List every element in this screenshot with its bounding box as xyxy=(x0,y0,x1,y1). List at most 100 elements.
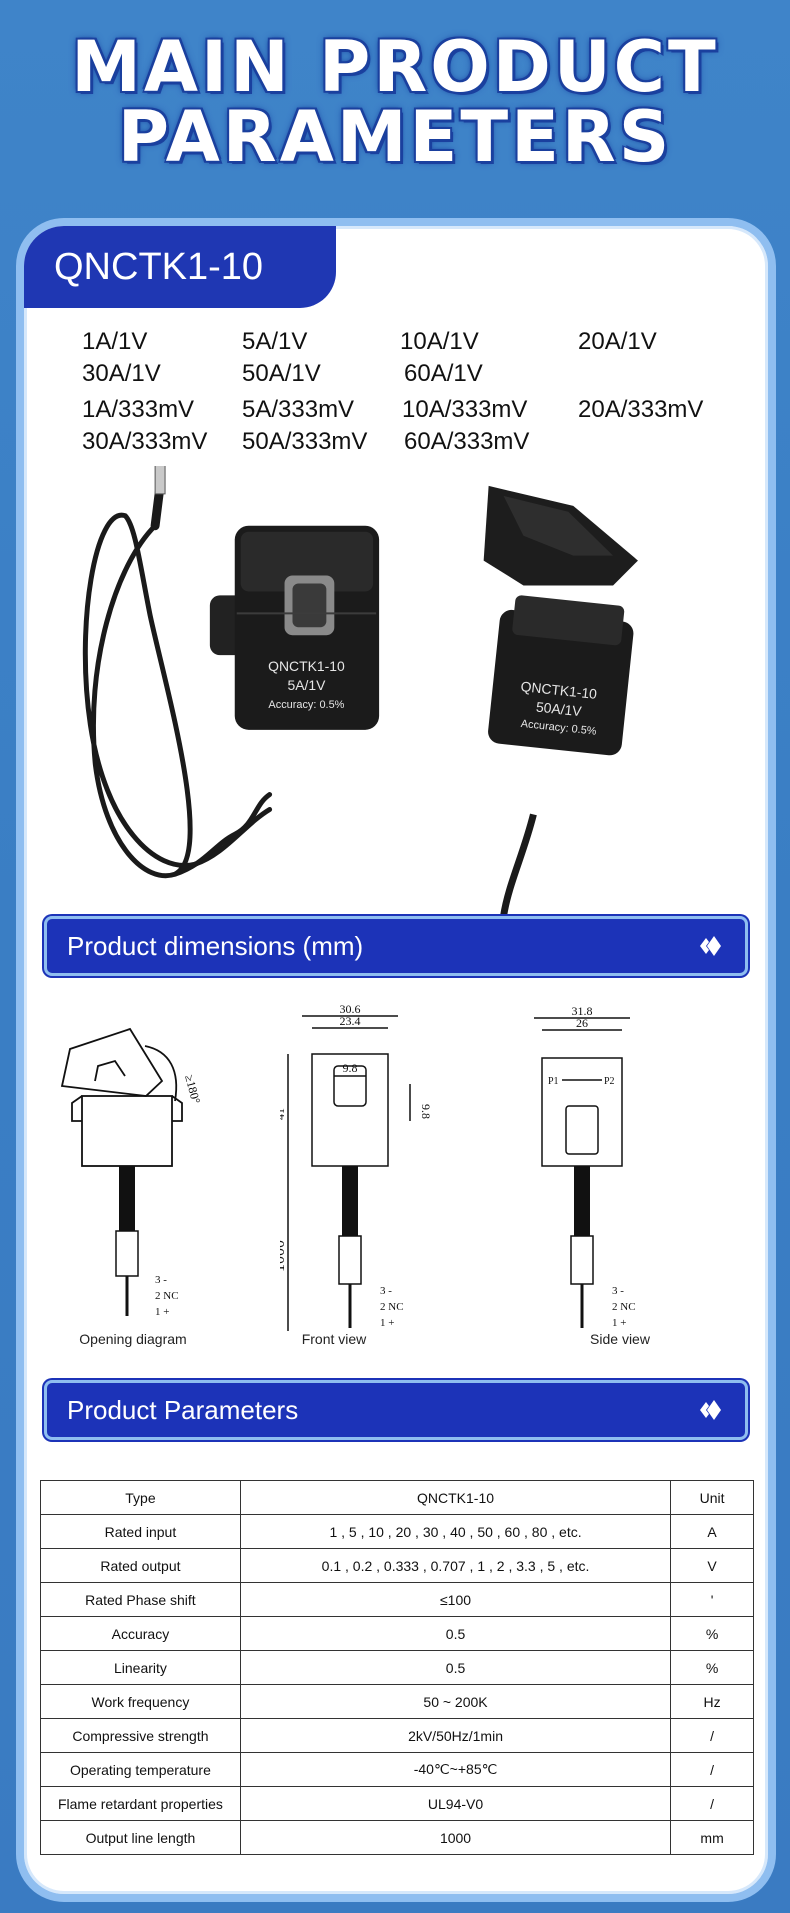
left-unit-accuracy: Accuracy: 0.5% xyxy=(268,699,344,711)
param-unit-cell: / xyxy=(670,1786,754,1821)
table-row: Operating temperature-40℃~+85℃/ xyxy=(40,1752,754,1787)
section-bar-dimensions: Product dimensions (mm) xyxy=(44,916,748,976)
param-unit-cell: mm xyxy=(670,1820,754,1855)
caption-side-view: Side view xyxy=(590,1331,650,1347)
rating-item: 1A/333mV xyxy=(82,396,195,423)
rating-item: 10A/333mV xyxy=(402,396,528,423)
rating-item: 20A/333mV xyxy=(578,396,704,423)
product-card: QNCTK1-10 1A/1V 5A/1V 10A/1V 20A/1V 30A/… xyxy=(16,218,776,1902)
side-p2-label: P2 xyxy=(604,1076,615,1087)
param-unit-cell: % xyxy=(670,1650,754,1685)
audio-plug xyxy=(154,466,166,495)
right-cable xyxy=(500,813,537,916)
param-value-cell: 2kV/50Hz/1min xyxy=(239,1718,672,1753)
param-unit-cell: A xyxy=(670,1514,754,1549)
rating-item: 30A/333mV xyxy=(82,428,208,455)
diamond-arrow-icon xyxy=(700,1400,721,1420)
front-cable-length: 1000 xyxy=(280,1240,288,1272)
rating-item: 1A/1V xyxy=(82,328,148,355)
pin-label-1: 1 + xyxy=(612,1317,626,1329)
rating-item: 60A/1V xyxy=(404,360,483,387)
param-value-cell: 0.5 xyxy=(239,1650,672,1685)
front-view-diagram: 30.6 23.4 9.8 9.8 41 1000 3 - 2 NC 1 + xyxy=(280,1002,433,1331)
param-value-cell: 1 , 5 , 10 , 20 , 30 , 40 , 50 , 60 , 80… xyxy=(239,1514,672,1549)
param-unit-cell: / xyxy=(670,1718,754,1753)
caption-opening-diagram: Opening diagram xyxy=(79,1331,187,1347)
table-row: Rated Phase shift≤100' xyxy=(40,1582,754,1617)
front-hole-height: 9.8 xyxy=(419,1104,433,1119)
side-p1-label: P1 xyxy=(548,1076,559,1087)
pin-label-1: 1 + xyxy=(380,1317,394,1329)
param-name-cell: Rated output xyxy=(40,1548,241,1583)
front-outer-width: 30.6 xyxy=(340,1002,361,1016)
side-outer-width: 31.8 xyxy=(572,1004,593,1018)
pin-label-3: 3 - xyxy=(380,1285,392,1297)
param-value-cell: 0.5 xyxy=(239,1616,672,1651)
hero-title-line1: MAIN PRODUCT xyxy=(71,26,719,108)
param-unit-cell: % xyxy=(670,1616,754,1651)
param-unit-cell: V xyxy=(670,1548,754,1583)
param-value-cell: ≤100 xyxy=(239,1582,672,1617)
front-height: 41 xyxy=(280,1108,287,1120)
param-unit-cell: / xyxy=(670,1752,754,1787)
param-name-cell: Output line length xyxy=(40,1820,241,1855)
section-title-parameters: Product Parameters xyxy=(67,1395,299,1425)
opening-angle-label: ≥180° xyxy=(182,1073,203,1105)
param-name-cell: Rated input xyxy=(40,1514,241,1549)
param-value-cell: 1000 xyxy=(239,1820,672,1855)
rating-item: 20A/1V xyxy=(578,328,657,355)
param-name-cell: Linearity xyxy=(40,1650,241,1685)
param-name-cell: Flame retardant properties xyxy=(40,1786,241,1821)
param-name-cell: Rated Phase shift xyxy=(40,1582,241,1617)
model-tag: QNCTK1-10 xyxy=(24,226,336,308)
caption-front-view: Front view xyxy=(301,1331,367,1347)
diamond-arrow-icon xyxy=(700,936,721,956)
left-unit-rating: 5A/1V xyxy=(287,677,326,693)
front-hole-width: 9.8 xyxy=(343,1061,358,1075)
right-ct-unit: QNCTK1-10 50A/1V Accuracy: 0.5% xyxy=(483,485,638,756)
pin-label-2: 2 NC xyxy=(155,1290,179,1302)
hero-title: MAIN PRODUCT PARAMETERS xyxy=(0,32,790,172)
left-unit-model: QNCTK1-10 xyxy=(268,658,345,674)
param-name-cell: Operating temperature xyxy=(40,1752,241,1787)
param-unit-cell: Hz xyxy=(670,1684,754,1719)
param-value-cell: -40℃~+85℃ xyxy=(239,1752,672,1787)
right-unit-model: QNCTK1-10 xyxy=(520,678,598,702)
pin-label-3: 3 - xyxy=(155,1274,167,1286)
pin-label-1: 1 + xyxy=(155,1306,169,1318)
rating-item: 60A/333mV xyxy=(404,428,530,455)
opening-diagram: ≥180° 3 - 2 NC 1 + xyxy=(60,1027,203,1318)
rating-item: 5A/333mV xyxy=(242,396,355,423)
side-view-diagram: 31.8 26 P1 P2 3 - 2 NC 1 + xyxy=(534,1004,636,1329)
param-name-cell: Type xyxy=(40,1480,241,1515)
param-value-cell: UL94-V0 xyxy=(239,1786,672,1821)
left-ct-unit: QNCTK1-10 5A/1V Accuracy: 0.5% xyxy=(209,525,380,730)
section-bar-parameters: Product Parameters xyxy=(44,1380,748,1440)
param-value-cell: QNCTK1-10 xyxy=(239,1480,672,1515)
param-value-cell: 0.1 , 0.2 , 0.333 , 0.707 , 1 , 2 , 3.3 … xyxy=(239,1548,672,1583)
param-name-cell: Work frequency xyxy=(40,1684,241,1719)
rating-item: 50A/1V xyxy=(242,360,321,387)
rating-item: 30A/1V xyxy=(82,360,161,387)
rating-item: 50A/333mV xyxy=(242,428,368,455)
hero-title-line2: PARAMETERS xyxy=(117,96,673,178)
param-name-cell: Accuracy xyxy=(40,1616,241,1651)
front-inner-width: 23.4 xyxy=(340,1014,361,1028)
pin-label-3: 3 - xyxy=(612,1285,624,1297)
rating-item: 10A/1V xyxy=(400,328,479,355)
rating-item: 5A/1V xyxy=(242,328,308,355)
pin-label-2: 2 NC xyxy=(612,1301,636,1313)
product-photo: QNCTK1-10 5A/1V Accuracy: 0.5% QNCTK1-10… xyxy=(82,466,638,916)
right-unit-rating: 50A/1V xyxy=(535,699,583,720)
param-name-cell: Compressive strength xyxy=(40,1718,241,1753)
param-unit-cell: Unit xyxy=(670,1480,754,1515)
